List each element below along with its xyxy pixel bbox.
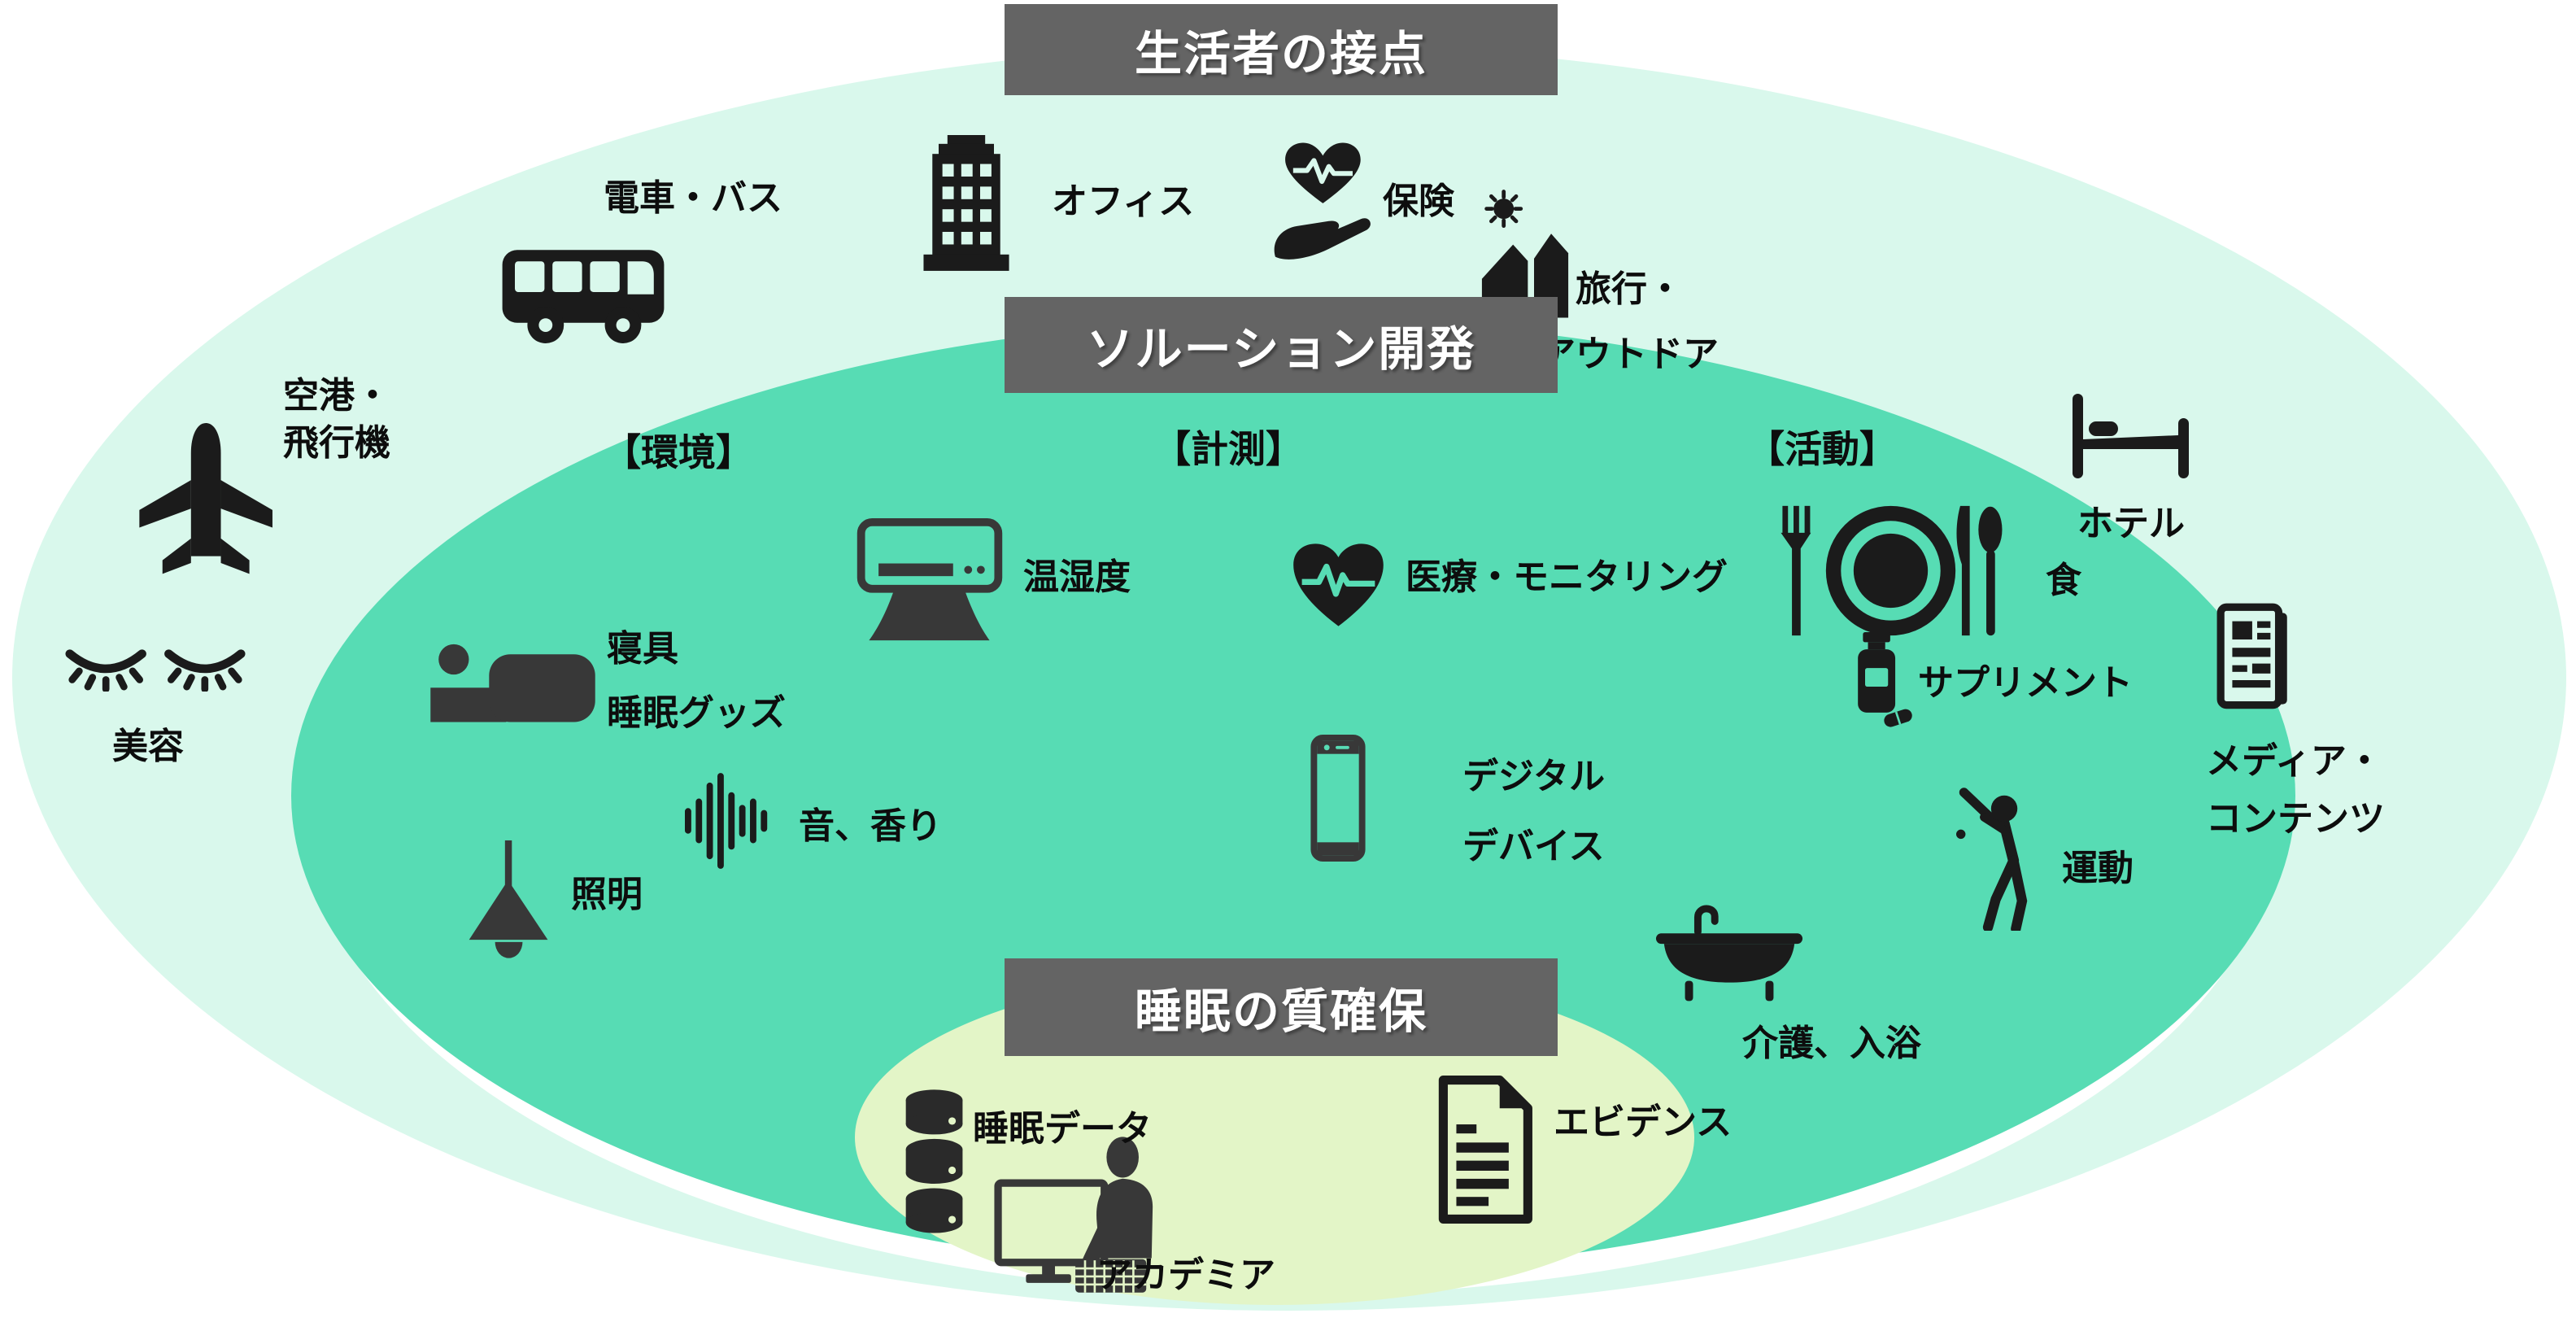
smartphone-icon [1310, 734, 1366, 862]
medical-monitoring-label: 医療・モニタリング [1406, 557, 1728, 597]
travel-outdoor-label: 旅行・ アウトドア [1540, 269, 1719, 375]
sound-scent-label: 音、香り [799, 806, 942, 846]
train-bus-label: 電車・バス [604, 178, 782, 218]
bathtub-icon [1653, 899, 1806, 1005]
academia-label: アカデミア [1096, 1255, 1275, 1295]
category-measurement: 【計測】 [1153, 428, 1303, 470]
hotel-bed-icon [2068, 389, 2194, 487]
insurance-label: 保険 [1383, 181, 1454, 221]
batter-icon [1956, 783, 2038, 931]
air-conditioner-icon [856, 517, 1004, 644]
touchpoints-header-label: 生活者の接点 [1134, 28, 1427, 81]
bedding-sleeper-icon [429, 628, 596, 724]
lighting-label: 照明 [571, 875, 643, 914]
solution-header-label: ソルーション開発 [1086, 323, 1476, 376]
pendant-lamp-icon [465, 838, 553, 980]
airport-airplane-label: 空港・ 飛行機 [283, 376, 390, 464]
office-building-icon [921, 135, 1012, 273]
exercise-label: 運動 [2062, 849, 2134, 888]
dining-icon [1775, 501, 2007, 639]
food-label: 食 [2046, 561, 2081, 600]
touchpoints-header: 生活者の接点 [1005, 4, 1558, 95]
beauty-eyelashes-icon [65, 644, 246, 692]
category-activity: 【活動】 [1747, 428, 1897, 470]
sleep-quality-header-label: 睡眠の質確保 [1134, 985, 1427, 1038]
office-label: オフィス [1052, 181, 1195, 221]
bedding-label: 寝具 睡眠グッズ [607, 629, 786, 734]
academia-person-computer-icon [994, 1136, 1173, 1297]
insurance-heart-hand-icon [1271, 132, 1375, 272]
media-content-label: メディア・ コンテンツ [2206, 741, 2385, 840]
hotel-label: ホテル [2077, 504, 2185, 543]
category-environment: 【環境】 [604, 431, 753, 473]
supplement-bottle-icon [1853, 626, 1914, 735]
solution-header: ソルーション開発 [1005, 297, 1558, 393]
beauty-label: 美容 [112, 727, 184, 766]
media-newspaper-icon [2214, 602, 2297, 716]
airplane-icon [134, 423, 279, 579]
digital-device-label: デジタル デバイス [1462, 757, 1606, 866]
heart-pulse-icon [1290, 522, 1388, 649]
evidence-label: エビデンス [1554, 1102, 1733, 1142]
temp-humidity-label: 温湿度 [1023, 557, 1131, 597]
bus-icon [498, 241, 669, 355]
supplement-label: サプリメント [1918, 663, 2133, 703]
care-bathing-label: 介護、入浴 [1742, 1023, 1921, 1063]
database-icon [903, 1087, 966, 1235]
sleep-data-label: 睡眠データ [973, 1109, 1152, 1149]
evidence-document-icon [1433, 1072, 1539, 1227]
soundwave-icon [685, 773, 768, 869]
sleep-quality-header: 睡眠の質確保 [1005, 958, 1558, 1056]
